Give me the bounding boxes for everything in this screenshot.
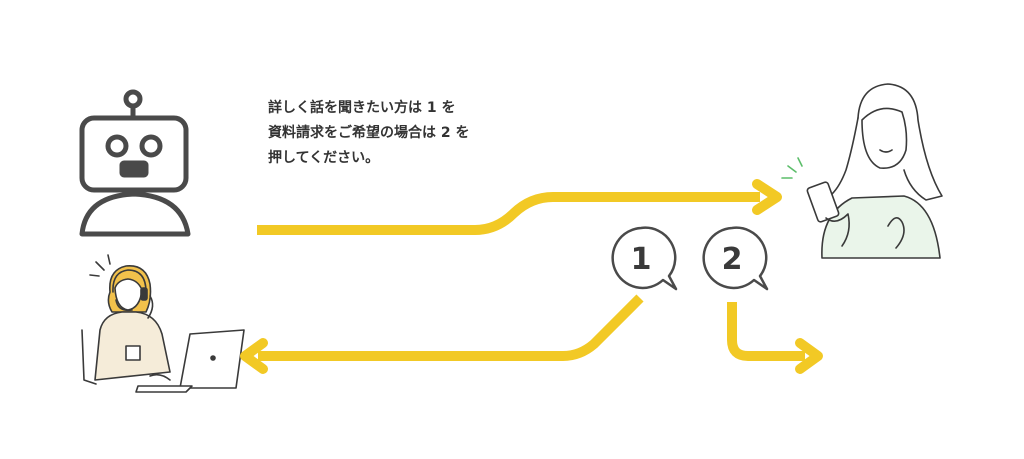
arrow-option1-to-operator xyxy=(240,294,644,374)
robot-icon xyxy=(79,89,191,237)
message-line-1: 詳しく話を聞きたい方は 1 を xyxy=(268,100,456,116)
option-2-label: 2 xyxy=(722,242,743,277)
message-line-3: 押してください。 xyxy=(268,150,380,166)
option-1-bubble[interactable]: 1 xyxy=(611,226,678,291)
option-1-label: 1 xyxy=(631,242,652,277)
operator-icon xyxy=(81,254,245,393)
message-line-2: 資料請求をご希望の場合は 2 を xyxy=(268,125,470,141)
arrow-option2-to-document xyxy=(727,302,823,374)
option-2-bubble[interactable]: 2 xyxy=(702,226,769,291)
arrow-robot-to-customer xyxy=(257,179,782,235)
customer-icon xyxy=(781,83,943,259)
ivr-message: 詳しく話を聞きたい方は 1 を 資料請求をご希望の場合は 2 を 押してください… xyxy=(268,96,528,171)
